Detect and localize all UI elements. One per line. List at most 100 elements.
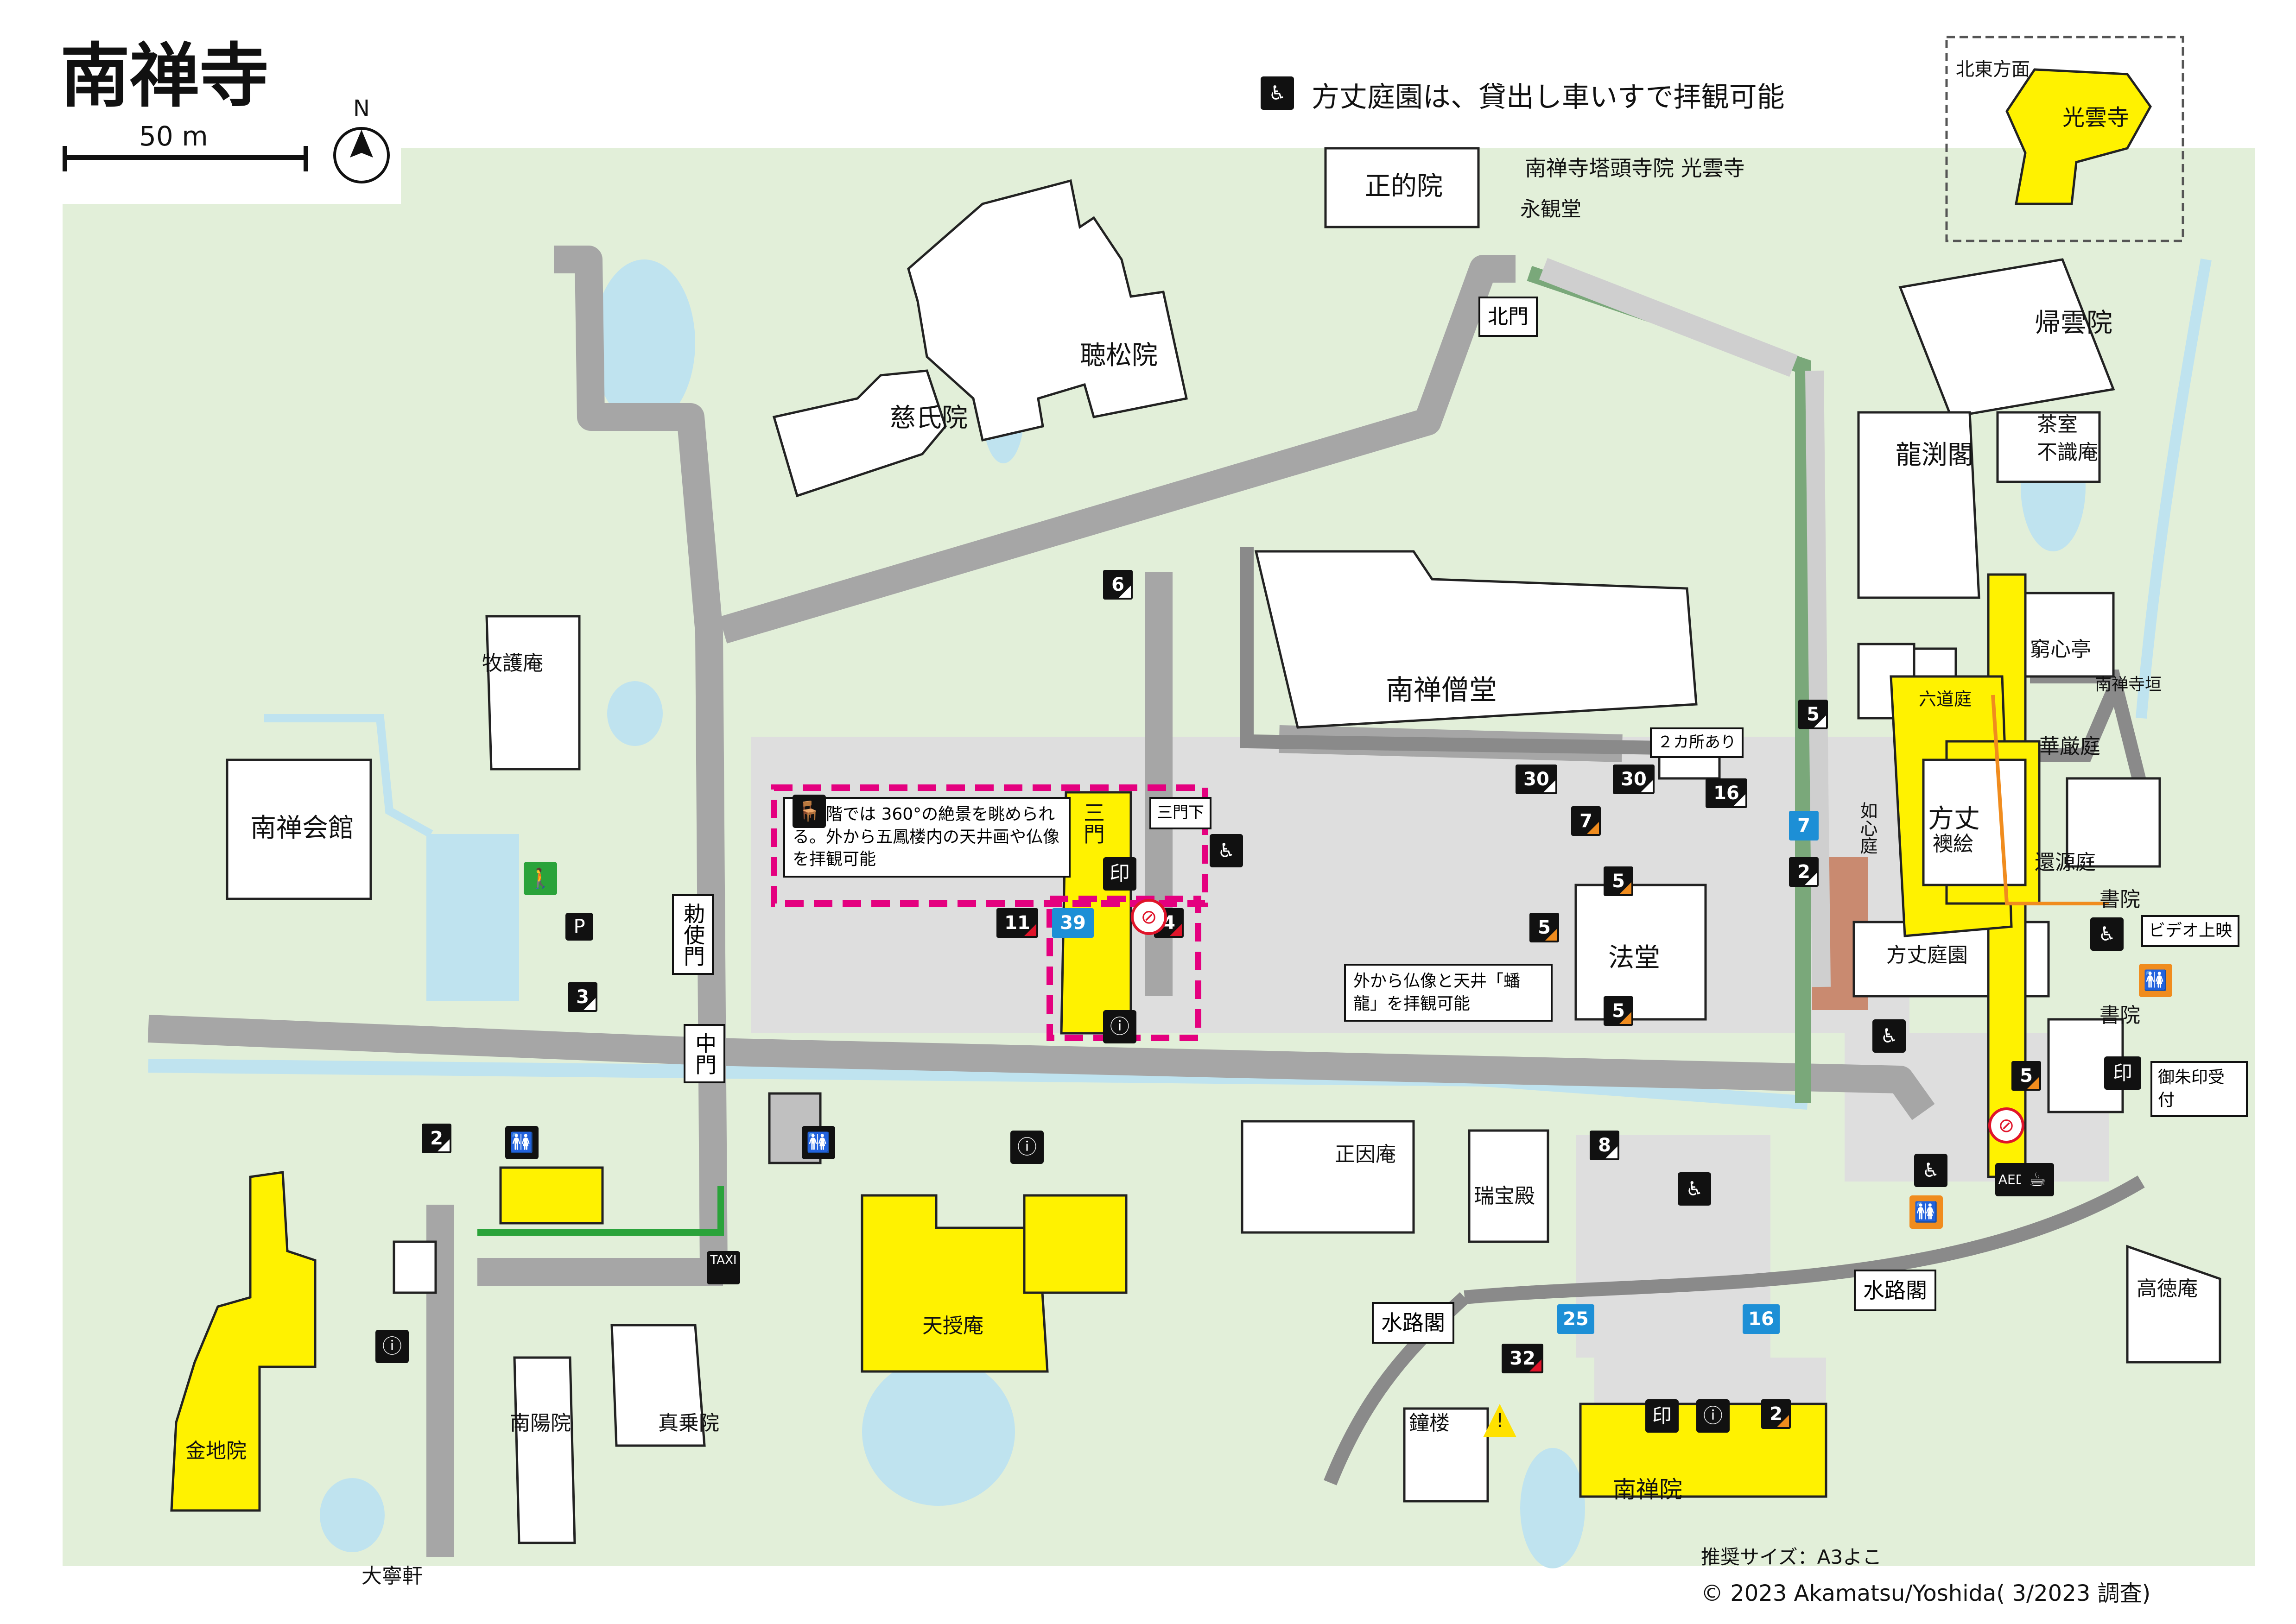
seat-icon: ♿	[1210, 834, 1243, 867]
label-kyoshintei: 窮心亭	[2030, 638, 2091, 661]
hatto-bldg	[1574, 884, 1707, 1021]
tatchu-note: 南禅寺塔頭寺院 光雲寺	[1525, 156, 1745, 181]
shotekiin-bldg	[1324, 147, 1480, 228]
step-badge: 2	[422, 1124, 451, 1153]
toilet-icon: 🚻	[2139, 964, 2172, 997]
step-badge: 8	[1590, 1131, 1619, 1160]
label-kitamon: 北門	[1478, 297, 1538, 337]
size-note: 推奨サイズ：A3よこ	[1701, 1546, 1882, 1568]
label-hatto: 法堂	[1608, 943, 1660, 973]
label-chokushimon: 勅使門	[672, 894, 714, 975]
label-ryuenkaku: 龍渕閣	[1896, 440, 1973, 470]
two-places-label: ２カ所あり	[1650, 727, 1744, 758]
step-badge: 3	[568, 982, 597, 1012]
label-konchiin: 金地院	[185, 1439, 247, 1463]
label-rikudotei: 六道庭	[1919, 689, 1972, 709]
label-shoin-1: 書院	[2099, 888, 2140, 911]
step-badge: 7	[1571, 806, 1601, 836]
label-nakamon: 中門	[684, 1024, 726, 1083]
north-label: N	[353, 95, 370, 121]
step-badge: 5	[1798, 700, 1828, 729]
inset-temple: 光雲寺	[2062, 105, 2130, 131]
step-badge: 5	[1604, 866, 1633, 896]
parking-icon: P	[565, 913, 593, 941]
viewing-icon: 🪑	[793, 795, 826, 828]
seal-icon: 印	[2104, 1056, 2141, 1090]
hatto-note: 外から仏像と天井「蟠龍」を拝観可能	[1344, 964, 1553, 1022]
label-nanzenjigaki: 南禅寺垣	[2095, 675, 2162, 694]
label-fushikian: 不識庵	[2037, 441, 2098, 464]
exit-icon: 🚶	[524, 862, 557, 895]
step-badge: 25	[1557, 1304, 1594, 1334]
label-hojo: 方丈	[1928, 804, 1980, 834]
road-north	[719, 255, 1516, 644]
seat-icon: ♿	[1914, 1154, 1947, 1187]
step-badge: 30	[1516, 765, 1557, 794]
step-badge: 5	[2011, 1061, 2041, 1091]
step-badge: 32	[1502, 1344, 1543, 1373]
step-badge: 5	[1604, 996, 1633, 1026]
toilet-icon: 🚻	[505, 1126, 539, 1159]
sanmon-note: 最上階では 360°の絶景を眺められる。外から五鳳楼内の天井画や仏像を拝観可能	[783, 797, 1071, 878]
step-badge: 11	[996, 908, 1038, 938]
label-kangentei: 還源庭	[2035, 851, 2096, 874]
label-sanmon: 三門	[1080, 802, 1105, 844]
label-nanyoin: 南陽院	[510, 1411, 571, 1435]
label-kaikan: 南禅会館	[250, 813, 354, 843]
copyright: © 2023 Akamatsu/Yoshida( 3/2023 調査)	[1701, 1580, 2151, 1606]
step-badge: 7	[1789, 811, 1819, 840]
road-west	[554, 246, 728, 1272]
sanmon-shita-label: 三門下	[1149, 797, 1211, 829]
seat-icon: ♿	[1872, 1019, 1906, 1053]
info-icon: ⓘ	[1103, 1010, 1136, 1043]
seat-icon: ♿	[1678, 1172, 1711, 1206]
step-badge: 39	[1052, 908, 1094, 938]
sanmon-border	[771, 784, 1208, 907]
no-photo-icon: ⊘	[1988, 1107, 2024, 1144]
label-choshoin: 聴松院	[1080, 341, 1158, 371]
info-icon: ⓘ	[1696, 1399, 1730, 1433]
seal-icon: 印	[1645, 1399, 1679, 1433]
label-shorou: 鐘楼	[1409, 1411, 1450, 1435]
step-badge: 16	[1743, 1304, 1780, 1334]
label-taineiken: 大寧軒	[362, 1564, 423, 1588]
pond	[593, 259, 695, 426]
step-badge: 30	[1613, 765, 1655, 794]
video-label: ビデオ上映	[2141, 915, 2240, 947]
label-suirokaku-2: 水路閣	[1372, 1302, 1454, 1344]
info-icon: ⓘ	[1010, 1131, 1044, 1164]
step-badge: 5	[1529, 913, 1559, 942]
label-shoin-2: 書院	[2099, 1004, 2140, 1027]
label-eikando: 永観堂	[1520, 197, 1581, 221]
label-shoinan: 正因庵	[1335, 1143, 1396, 1166]
label-fusuma: 襖絵	[1933, 832, 1973, 856]
toilet-icon: 🚻	[1909, 1195, 1943, 1229]
notice-text: 方丈庭園は、貸出し車いすで拝観可能	[1312, 81, 1785, 114]
inset-frame	[1945, 36, 2184, 242]
taxi-icon: TAXI	[707, 1251, 740, 1284]
toilet-icon: 🚻	[802, 1126, 835, 1159]
info-icon: ⓘ	[375, 1330, 409, 1363]
step-badge: 2	[1761, 1399, 1791, 1429]
kaikan-bldg	[226, 758, 372, 900]
label-nanzenin: 南禅院	[1613, 1476, 1682, 1503]
wheelchair-icon: ♿	[2090, 917, 2124, 951]
goshuin-label: 御朱印受付	[2150, 1061, 2248, 1118]
north-arrow-icon	[333, 127, 390, 183]
scale-label: 50 m	[139, 120, 208, 152]
step-badge: 16	[1706, 778, 1747, 808]
label-shinjoin: 真乗院	[658, 1411, 719, 1435]
label-jishiin: 慈氏院	[890, 403, 968, 433]
label-kotokuan: 高徳庵	[2137, 1277, 2198, 1301]
label-suirokaku-1: 水路閣	[1854, 1270, 1936, 1312]
label-chashitsu: 茶室	[2037, 413, 2078, 436]
step-badge: 6	[1103, 570, 1133, 600]
seal-icon: 印	[1103, 857, 1136, 891]
no-photo-icon: ⊘	[1131, 899, 1167, 935]
label-hojoteien: 方丈庭園	[1886, 943, 1968, 967]
step-badge: 2	[1789, 857, 1819, 887]
inset-label: 北東方面	[1956, 59, 2030, 80]
label-bokugoan: 牧護庵	[482, 651, 543, 675]
